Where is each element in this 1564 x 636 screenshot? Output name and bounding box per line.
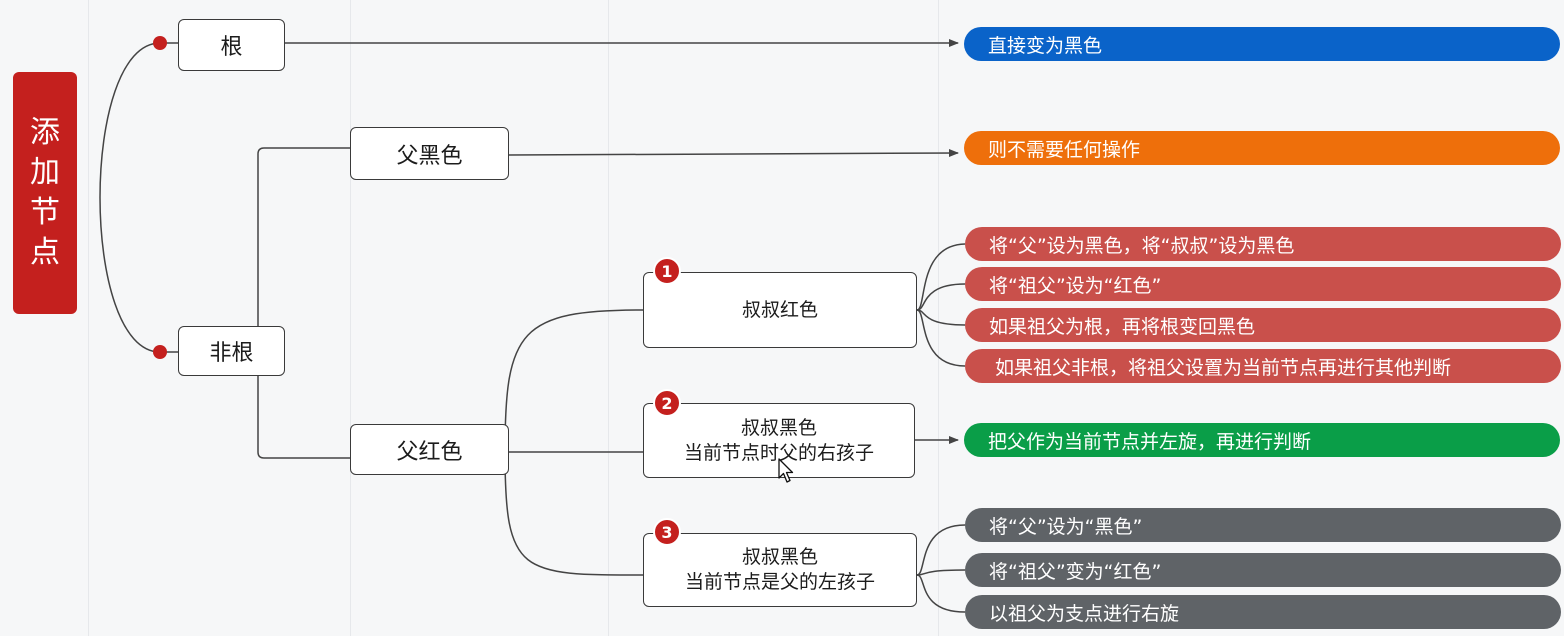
case2-line2: 当前节点时父的右孩子 <box>683 441 874 464</box>
mouse-pointer-icon <box>778 458 794 483</box>
node-feigen[interactable]: 非根 <box>178 326 285 376</box>
root-char: 加 <box>30 155 60 190</box>
grid-line <box>88 0 89 636</box>
root-bracket <box>99 42 161 353</box>
action-case3-3[interactable]: 以祖父为支点进行右旋 <box>965 595 1561 629</box>
root-char: 添 <box>30 115 60 150</box>
action-case1-4[interactable]: 如果祖父非根，将祖父设置为当前节点再进行其他判断 <box>965 349 1561 383</box>
node-case1[interactable]: 叔叔红色 <box>643 272 917 348</box>
node-case3[interactable]: 叔叔黑色 当前节点是父的左孩子 <box>643 533 917 607</box>
node-fuhei[interactable]: 父黑色 <box>350 127 509 180</box>
action-fuhei[interactable]: 则不需要任何操作 <box>964 131 1560 165</box>
badge-1: 1 <box>653 257 681 285</box>
bullet-dot <box>153 345 167 359</box>
case3-line1: 叔叔黑色 <box>741 546 818 568</box>
link-c3-a <box>916 524 966 576</box>
node-gen[interactable]: 根 <box>178 19 285 71</box>
case2-line1: 叔叔黑色 <box>740 416 817 439</box>
node-fuhong[interactable]: 父红色 <box>350 424 509 475</box>
link-case1 <box>504 309 644 453</box>
root-char: 节 <box>30 195 60 230</box>
action-case1-1[interactable]: 将“父”设为黑色，将“叔叔”设为黑色 <box>965 227 1561 261</box>
grid-line <box>608 0 609 636</box>
case3-line2: 当前节点是父的左孩子 <box>684 571 875 593</box>
case1-label: 叔叔红色 <box>741 298 818 321</box>
action-gen[interactable]: 直接变为黑色 <box>964 27 1560 61</box>
badge-2: 2 <box>653 389 681 417</box>
badge-3: 3 <box>653 518 681 546</box>
link-c1-a <box>916 243 966 311</box>
action-case1-3[interactable]: 如果祖父为根，再将根变回黑色 <box>965 308 1561 342</box>
link-fuhei <box>257 147 352 326</box>
grid-line <box>938 0 939 636</box>
action-case3-1[interactable]: 将“父”设为“黑色” <box>965 508 1561 542</box>
arrow-fuhei <box>508 149 959 158</box>
action-case2[interactable]: 把父作为当前节点并左旋，再进行判断 <box>964 423 1560 457</box>
link-fuhong <box>257 376 352 459</box>
action-case3-2[interactable]: 将“祖父”变为“红色” <box>965 553 1561 587</box>
grid-line <box>350 0 351 636</box>
action-case1-2[interactable]: 将“祖父”设为“红色” <box>965 267 1561 301</box>
link-case3 <box>504 451 644 576</box>
bullet-dot <box>153 36 167 50</box>
root-char: 点 <box>30 235 60 270</box>
root-node[interactable]: 添 加 节 点 <box>13 72 77 314</box>
